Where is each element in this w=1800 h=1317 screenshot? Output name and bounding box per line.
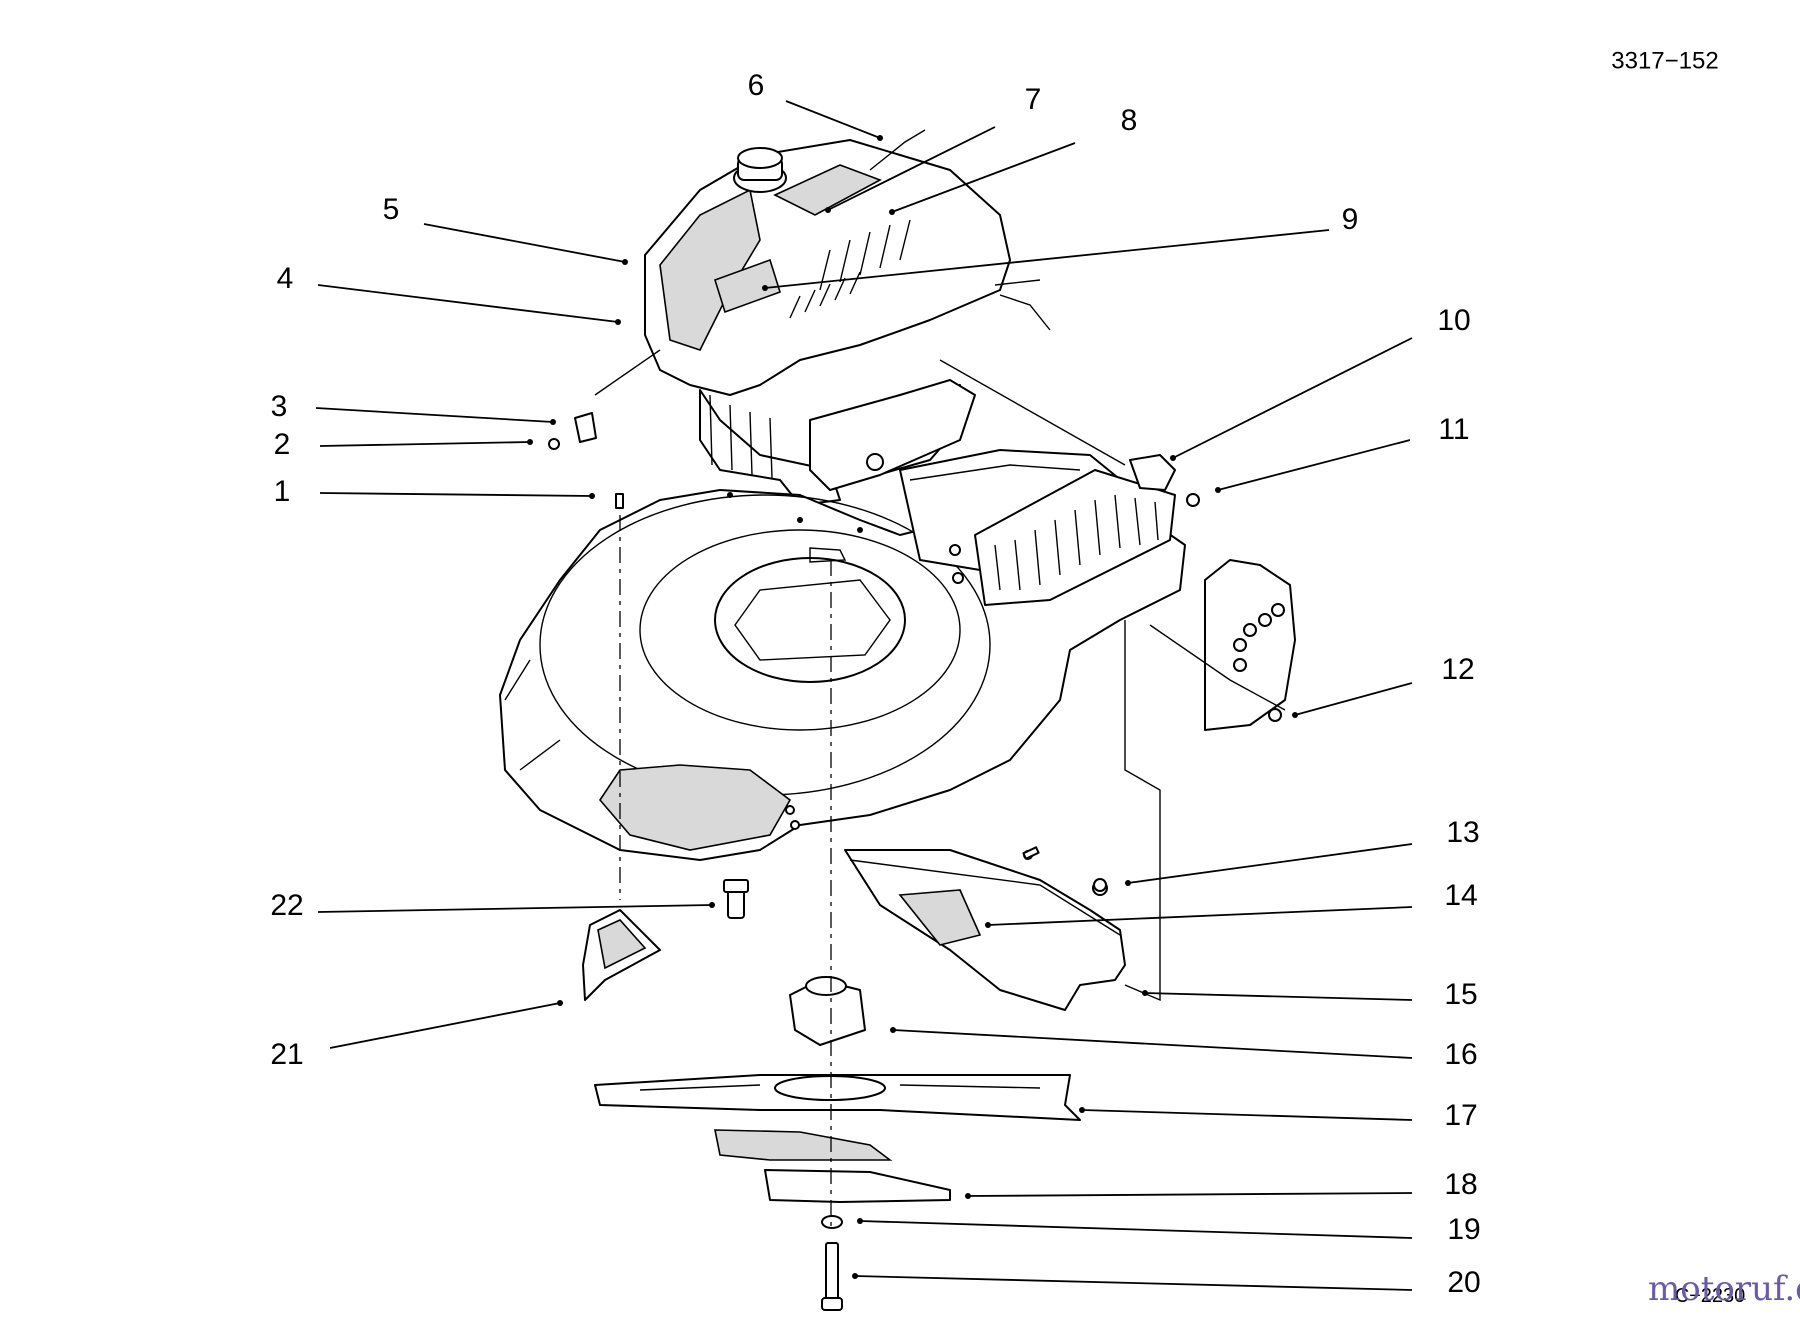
callout-numbers: 1 2 3 4 5 6 7 8 9 10 11 12 13 14 15 16 1… [270,69,1480,1299]
deck-bolt [723,879,749,919]
callout-15: 15 [1444,978,1477,1011]
mulching-blade [714,1129,951,1203]
callout-21: 21 [270,1038,303,1071]
watermark-logo: motoruf.de [1648,1269,1800,1309]
callout-2: 2 [274,428,291,461]
blade-adapter [789,976,866,1046]
callout-6: 6 [748,69,765,102]
callout-4: 4 [277,262,294,295]
drawing-id: 3317−152 [1611,47,1718,74]
leader-lines [315,100,1413,1291]
footer-code: C−2230 [1675,1285,1746,1307]
callout-17: 17 [1444,1099,1477,1132]
callout-10: 10 [1437,304,1470,337]
rear-deflector [844,849,1126,1011]
small-hardware [548,438,1107,892]
callout-16: 16 [1444,1038,1477,1071]
callout-14: 14 [1444,879,1477,912]
callout-9: 9 [1342,203,1359,236]
blade [594,1074,1081,1121]
callout-11: 11 [1438,413,1469,446]
blade-washer [821,1215,843,1229]
callout-12: 12 [1441,653,1474,686]
callout-18: 18 [1444,1168,1477,1201]
callout-7: 7 [1025,83,1042,116]
discharge-door [582,909,661,1001]
callout-13: 13 [1446,816,1479,849]
callout-22: 22 [270,889,303,922]
callout-19: 19 [1447,1213,1480,1246]
callout-1: 1 [274,475,291,508]
height-adjuster-plate [1149,559,1296,731]
callout-3: 3 [271,390,288,423]
engine-assembly [574,129,1051,506]
callout-5: 5 [383,193,400,226]
callout-20: 20 [1447,1266,1480,1299]
callout-8: 8 [1121,104,1138,137]
blade-bolt [821,1242,843,1311]
rear-grille [949,454,1200,606]
assembly-lines [594,349,1161,1230]
